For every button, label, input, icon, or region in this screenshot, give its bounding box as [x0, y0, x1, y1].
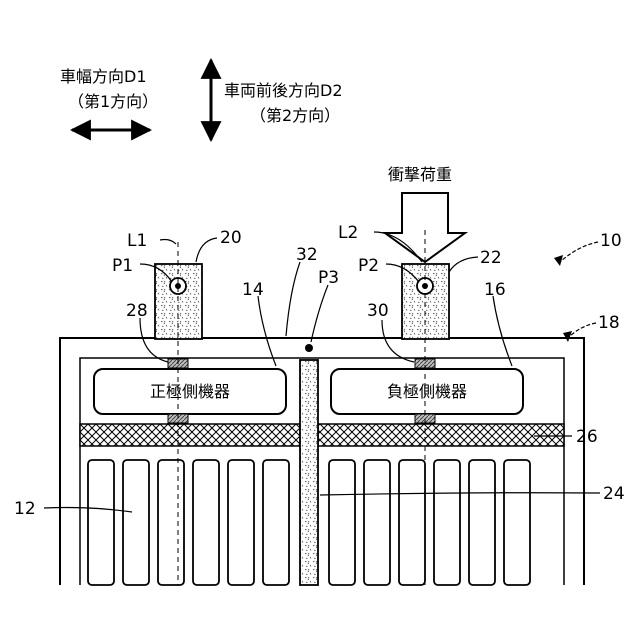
leader-18 [568, 323, 596, 338]
cell [228, 460, 254, 585]
cell [193, 460, 219, 585]
leader-16 [493, 296, 512, 366]
negative-device-label: 負極側機器 [387, 382, 467, 401]
label-12: 12 [14, 499, 36, 519]
length-direction-label: 車両前後方向D2 [224, 81, 343, 100]
leader-10 [560, 242, 598, 262]
label-30: 30 [367, 301, 389, 321]
leader-20 [196, 238, 217, 262]
cell [364, 460, 390, 585]
label-24: 24 [603, 484, 625, 504]
cell [434, 460, 460, 585]
point-p3-dot [305, 344, 313, 352]
leader-10-arrowhead [554, 255, 563, 266]
impact-load: 衝撃荷重 [385, 165, 465, 262]
label-16: 16 [484, 280, 506, 300]
label-l1: L1 [127, 231, 147, 251]
label-20: 20 [220, 228, 242, 248]
leader-14 [258, 296, 276, 366]
label-14: 14 [242, 280, 264, 300]
label-10: 10 [600, 231, 622, 251]
cell [158, 460, 184, 585]
label-p2: P2 [358, 256, 379, 276]
cell [469, 460, 495, 585]
cell [329, 460, 355, 585]
layer-26-left [80, 424, 300, 446]
label-l2: L2 [338, 223, 358, 243]
cells-12-left [88, 460, 289, 585]
width-direction-note: （第1方向） [68, 92, 158, 111]
label-22: 22 [480, 248, 502, 268]
label-p1: P1 [112, 256, 133, 276]
label-18: 18 [598, 313, 620, 333]
width-direction-label: 車幅方向D1 [60, 67, 147, 86]
leader-18-arrowhead [563, 331, 572, 342]
cell [399, 460, 425, 585]
leader-l1 [160, 240, 176, 245]
impact-load-label: 衝撃荷重 [388, 165, 452, 184]
leader-p3 [311, 285, 328, 342]
layer-26-right [318, 424, 564, 446]
label-26: 26 [576, 427, 598, 447]
leader-22 [449, 257, 478, 272]
positive-device-label: 正極側機器 [150, 382, 230, 401]
partition-24 [300, 360, 318, 585]
cell [263, 460, 289, 585]
label-32: 32 [296, 245, 318, 265]
label-28: 28 [126, 301, 148, 321]
label-p3: P3 [318, 268, 339, 288]
cell [123, 460, 149, 585]
cell [88, 460, 114, 585]
leader-32 [286, 262, 300, 336]
direction-legend: 車幅方向D1 （第1方向） 車両前後方向D2 （第2方向） [60, 60, 343, 140]
length-direction-note: （第2方向） [250, 106, 340, 125]
cells-12-right [329, 460, 530, 585]
cell [504, 460, 530, 585]
